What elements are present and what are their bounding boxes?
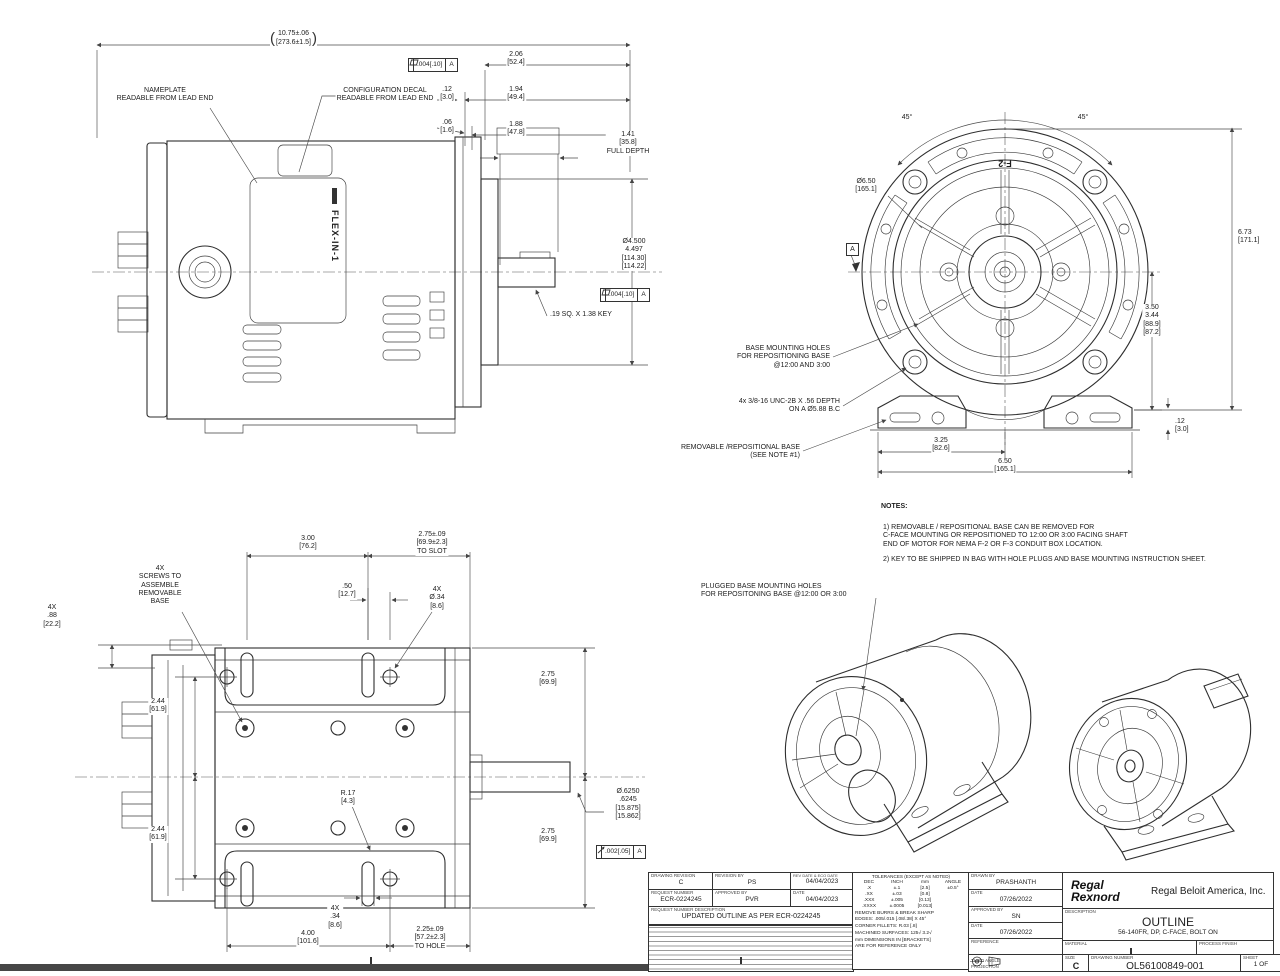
dim-overall-height: 6.73 [171.1] (1237, 229, 1261, 246)
dim-2-06: 2.06 [52.4] (506, 51, 526, 68)
dim-slot-width: 4X .34 [8.6] (327, 905, 343, 930)
titleblock-cell-request-description: REQUEST NUMBER DESCRIPTION UPDATED OUTLI… (648, 906, 854, 926)
iso-view-lead-end (784, 597, 1032, 853)
projection-label: THIRD ANGLE PROJECTION (971, 958, 1000, 969)
datum-a-flag: A (846, 243, 859, 256)
callout-nameplate: NAMEPLATE READABLE FROM LEAD END (115, 87, 215, 104)
callout-base-mounting-holes: BASE MOUNTING HOLES FOR REPOSITIONING BA… (736, 345, 831, 370)
brackets-note: mm DIMENSIONS IN [BRACKETS] ARE FOR REFE… (855, 937, 931, 949)
sheet-border-bottom (0, 964, 648, 971)
gdt-tolerance: .004[.10] (414, 59, 447, 71)
runout-symbol-icon (597, 846, 605, 858)
titleblock-cell-company: Regal Rexnord Regal Beloit America, Inc. (1062, 872, 1274, 910)
cast-text-f2: F-2 (998, 158, 1012, 169)
dim-1-88: 1.88 [47.8] (506, 121, 526, 138)
dim-2-44-top: 2.44 [61.9] (148, 698, 168, 715)
gdt-datum: A (449, 61, 454, 68)
dim-base-thickness: .12 [3.0] (1174, 418, 1190, 435)
dim-hole-diameter: 4X Ø.34 [8.6] (428, 586, 446, 611)
burrs-note: REMOVE BURRS & BREAK SHARP EDGES: .005/.… (855, 910, 934, 922)
dim-to-hole: 2.25±.09 [57.2±2.3] TO HOLE (413, 926, 447, 951)
front-view (802, 112, 1242, 478)
bottom-view (75, 552, 645, 952)
gdt-flatness-frame: .004[.10] A (408, 58, 458, 72)
dim-2-44-bottom: 2.44 [61.9] (148, 826, 168, 843)
titleblock-cell-drawing-number: DRAWING NUMBER OL56100849-001 (1088, 954, 1242, 972)
note-item-1: 1) REMOVABLE / REPOSITIONAL BASE CAN BE … (882, 524, 1129, 549)
dim-radius: R.17 [4.3] (339, 790, 357, 807)
field-value: C (678, 878, 684, 886)
titleblock-cell-description: DESCRIPTION OUTLINE 56-140FR, DP, C-FACE… (1062, 908, 1274, 942)
titleblock-cell-sheet: SHEET 1 OF (1240, 954, 1280, 972)
callout-shaft-key: .19 SQ. X 1.38 KEY (549, 311, 613, 320)
dim-0-12: .12 [3.0] (439, 86, 455, 103)
tolerance-row: .XX ±.03 [0.8] (865, 891, 930, 897)
border-zone-tick (740, 957, 742, 964)
surfaces-note: MACHINED SURFACES: 125√ 3.2√ (855, 930, 932, 936)
regal-rexnord-logo: Regal Rexnord (1071, 878, 1120, 904)
tolerance-row: .XXX ±.005 [0.13] (863, 897, 931, 903)
dim-2-75-top: 2.75 [69.9] (538, 671, 558, 688)
dim-angle-right: 45° (1076, 114, 1090, 123)
drawing-number-value: OL56100849-001 (1126, 960, 1204, 972)
dim-0-50: .50 [12.7] (337, 583, 357, 600)
gdt-tolerance: .002[.05] (602, 846, 635, 858)
callout-base-screws: 4X SCREWS TO ASSEMBLE REMOVABLE BASE (137, 565, 183, 607)
dim-shaft-diameter: Ø.6250 .6245 [15.875] [15.862] (614, 788, 642, 821)
dim-foot-span: 6.50 [165.1] (993, 458, 1017, 475)
shaft (497, 257, 556, 288)
dim-full-depth: 1.41 [35.8] FULL DEPTH (605, 131, 651, 156)
gdt-datum: A (641, 291, 646, 298)
field-label: DRAWING REVISION (651, 873, 696, 878)
note-item-2: 2) KEY TO BE SHIPPED IN BAG WITH HOLE PL… (882, 556, 1207, 565)
dim-shaft-height: 3.50 3.44 [88.9] [87.2] (1142, 304, 1162, 337)
side-view (92, 42, 662, 434)
dim-pilot-diameter: Ø4.500 4.497 [114.30] [114.22] (620, 238, 648, 271)
tolerance-row: .XXXX ±.0005 [0.013] (861, 903, 933, 909)
dim-0-88: 4X .88 [22.2] (42, 604, 62, 629)
callout-removable-base: REMOVABLE /REPOSITIONAL BASE (SEE NOTE #… (679, 444, 801, 461)
dim-3-00: 3.00 [76.2] (298, 535, 318, 552)
border-zone-tick (370, 957, 372, 964)
gdt-pilot-frame: .004[.10] A (600, 288, 650, 302)
dim-0-06: .06 [1.6] (439, 119, 455, 136)
dim-to-slot: 2.75±.09 [69.9±2.3] TO SLOT (415, 531, 449, 556)
paren-open: ( (270, 30, 275, 47)
dim-angle-left: 45° (900, 114, 914, 123)
tolerances-title: TOLERANCES (EXCEPT AS NOTED) (871, 874, 951, 879)
callout-tapped-holes: 4x 3/8-16 UNC-2B X .56 DEPTH ON A Ø5.88 … (737, 398, 841, 415)
proprietary-text-block (648, 924, 854, 972)
callout-configuration-decal: CONFIGURATION DECAL READABLE FROM LEAD E… (335, 87, 435, 104)
shaft-key (519, 251, 551, 259)
tolerance-header-row: DEC INCH mm ANGLE (863, 879, 962, 885)
dim-foot-half-span: 3.25 [82.6] (931, 437, 951, 454)
paren-close: ) (311, 30, 317, 47)
iso-view-shaft-end (1068, 668, 1252, 861)
nameplate-brand-text: FLEX-IN-1 (330, 210, 340, 263)
gdt-datum: A (637, 848, 642, 855)
nameplate (249, 177, 347, 324)
dim-2-75-bottom: 2.75 [69.9] (538, 828, 558, 845)
titleblock-cell-approved-by: APPROVED BY PVR (712, 889, 792, 908)
dim-4-00: 4.00 [101.6] (296, 930, 320, 947)
dim-flange-diameter: Ø6.50 [165.1] (854, 178, 878, 195)
tolerance-row: .X ±.1 [2.5] ±0.5° (866, 885, 959, 891)
flatness-symbol-icon (601, 289, 611, 301)
gdt-shaft-frame: .002[.05] A (596, 845, 646, 859)
notes-title: NOTES: (880, 503, 909, 512)
gdt-tolerance: .004[.10] (606, 289, 639, 301)
titleblock-tolerance-block: TOLERANCES (EXCEPT AS NOTED) DEC INCH mm… (852, 872, 970, 970)
flatness-symbol-icon (409, 59, 419, 71)
fillets-note: CORNER FILLETS: R.03 [.8] (855, 923, 917, 929)
description-subtitle: 56-140FR, DP, C-FACE, BOLT ON (1118, 928, 1218, 936)
titleblock-cell-projection: THIRD ANGLE PROJECTION (968, 954, 1064, 972)
dim-1-94: 1.94 [49.4] (506, 86, 526, 103)
border-zone-tick (1130, 948, 1132, 954)
company-name: Regal Beloit America, Inc. (1151, 885, 1266, 897)
titleblock-cell-size: SIZE C (1062, 954, 1090, 972)
callout-plugged-holes: PLUGGED BASE MOUNTING HOLES FOR REPOSITO… (700, 583, 848, 600)
dim-overall-length: ( 10.75±.06 [273.6±1.5] ) (270, 30, 317, 47)
description-title: OUTLINE (1141, 914, 1194, 929)
